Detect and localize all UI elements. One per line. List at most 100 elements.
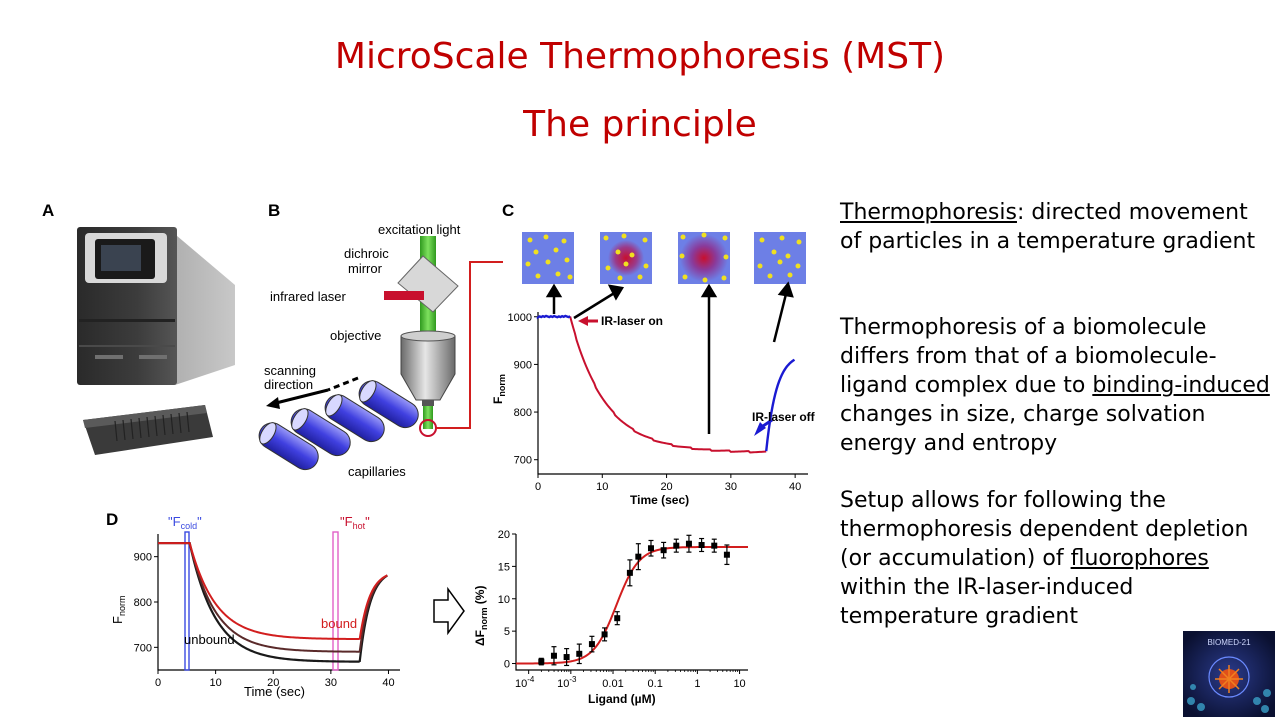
chart-d-ytick: 900	[134, 552, 152, 564]
label-dichroic: dichroic	[344, 246, 389, 261]
chart-d-xlabel: Time (sec)	[244, 684, 305, 699]
data-point	[647, 545, 654, 552]
chart-c-xtick: 20	[660, 481, 672, 493]
data-point	[550, 652, 557, 659]
chart-c-ytick: 700	[514, 455, 532, 467]
label-bound: bound	[321, 616, 357, 631]
data-point	[660, 547, 667, 554]
fcold-window	[184, 531, 190, 671]
data-point	[685, 540, 692, 547]
slide-title: MicroScale Thermophoresis (MST)	[334, 36, 946, 77]
chart-d-ytick: 700	[134, 642, 152, 654]
data-point	[711, 542, 718, 549]
panel-b-letter: B	[268, 201, 281, 220]
unbound-curve	[158, 541, 388, 663]
panel-d-letter: D	[106, 510, 119, 529]
optical-setup-diagram: excitation light dichroic mirror infrare…	[258, 222, 503, 479]
chart-e-ytick: 15	[498, 561, 510, 573]
chart-e-xtick: 10-4	[515, 675, 535, 690]
chart-d-xtick: 30	[325, 677, 337, 689]
chart-c-xtick: 0	[535, 481, 541, 493]
data-point	[626, 569, 633, 576]
data-point	[538, 658, 545, 665]
chart-e-xtick: 10-3	[557, 675, 577, 690]
dichroic-mirror	[397, 255, 459, 313]
trace-laser-on-curve	[569, 316, 767, 454]
data-point	[723, 551, 730, 558]
label-mirror: mirror	[348, 261, 383, 276]
particle-tile-2	[600, 232, 652, 284]
chart-e-ytick: 5	[504, 626, 510, 638]
chart-d-xtick: 10	[209, 677, 221, 689]
definition-paragraph: Thermophoresis: directed movement of par…	[840, 200, 1256, 254]
intermediate-curve	[158, 542, 388, 653]
label-ir-laser-on: IR-laser on	[601, 314, 663, 328]
chart-e-ytick: 10	[498, 594, 510, 606]
chart-d-xtick: 40	[382, 677, 394, 689]
fit-curve	[515, 545, 749, 665]
data-point	[588, 641, 595, 648]
panel-c-letter: C	[502, 201, 515, 220]
biomed-logo: BIOMED-21	[1183, 631, 1275, 717]
capillaries	[258, 380, 419, 471]
chart-e-xtick: 0.01	[602, 678, 623, 690]
data-point	[673, 542, 680, 549]
right-arrow-icon	[433, 586, 465, 636]
chart-c-ylabel: Fnorm	[491, 374, 507, 404]
term-binding-induced: binding-induced	[1092, 373, 1270, 398]
data-point	[635, 553, 642, 560]
chart-e-xtick: 0.1	[648, 678, 663, 690]
chart-e-axes	[515, 534, 748, 671]
chart-c-ytick: 900	[514, 359, 532, 371]
infrared-laser-beam	[384, 291, 424, 300]
chart-e-ytick: 20	[498, 529, 510, 541]
chart-c-xtick: 40	[789, 481, 801, 493]
trace-baseline-segment	[536, 314, 571, 320]
label-unbound: unbound	[184, 632, 235, 647]
mst-instrument-illustration	[77, 227, 235, 455]
label-ir-laser-off: IR-laser off	[752, 410, 816, 424]
particle-tile-1	[522, 232, 574, 284]
fhot-window	[332, 531, 339, 671]
label-objective: objective	[330, 328, 381, 343]
chart-d-xtick: 20	[267, 677, 279, 689]
data-point	[563, 654, 570, 661]
label-scanning: scanning	[264, 363, 316, 378]
term-thermophoresis: Thermophoresis	[840, 200, 1017, 225]
chart-c-xlabel: Time (sec)	[630, 493, 689, 507]
data-point	[614, 615, 621, 622]
label-direction: direction	[264, 377, 313, 392]
trace-recovery-segment	[765, 358, 796, 452]
chart-e-xtick: 1	[694, 678, 700, 690]
chart-d-ylabel: Fnorm	[110, 596, 127, 624]
label-excitation-light: excitation light	[378, 222, 461, 237]
chart-e-xlabel: Ligand (µM)	[588, 692, 656, 706]
chart-c-ytick: 1000	[508, 312, 532, 324]
binding-paragraph: Thermophoresis of a biomolecule differs …	[840, 315, 1270, 456]
particle-tile-4	[754, 232, 806, 284]
label-fcold: "Fcold"	[168, 514, 202, 531]
chart-e-ylabel: ΔFnorm (%)	[473, 586, 489, 646]
label-fhot: "Fhot"	[340, 514, 370, 531]
chart-d-axes	[157, 534, 400, 671]
dose-response-chart: 20 15 10 5 0 10-4 10-3 0.01 0.1 1 10 ΔFnorm (%) Li…	[473, 529, 749, 706]
particle-tile-3	[678, 232, 730, 284]
chart-e-ytick: 0	[504, 659, 510, 671]
chart-d-xtick: 0	[155, 677, 161, 689]
setup-paragraph: Setup allows for following the thermopho…	[840, 488, 1249, 629]
term-fluorophores: fluorophores	[1070, 546, 1209, 571]
chart-c-xtick: 30	[725, 481, 737, 493]
data-point	[576, 650, 583, 657]
chart-d-ytick: 800	[134, 597, 152, 609]
bound-curve	[158, 542, 388, 641]
slide-subtitle: The principle	[523, 104, 757, 145]
data-point	[698, 542, 705, 549]
chart-c-xtick: 10	[596, 481, 608, 493]
label-infrared-laser: infrared laser	[270, 289, 347, 304]
logo-text: BIOMED-21	[1207, 638, 1251, 647]
panel-a-letter: A	[42, 201, 55, 220]
objective-lens	[400, 335, 456, 401]
chart-e-xtick: 10	[733, 678, 745, 690]
